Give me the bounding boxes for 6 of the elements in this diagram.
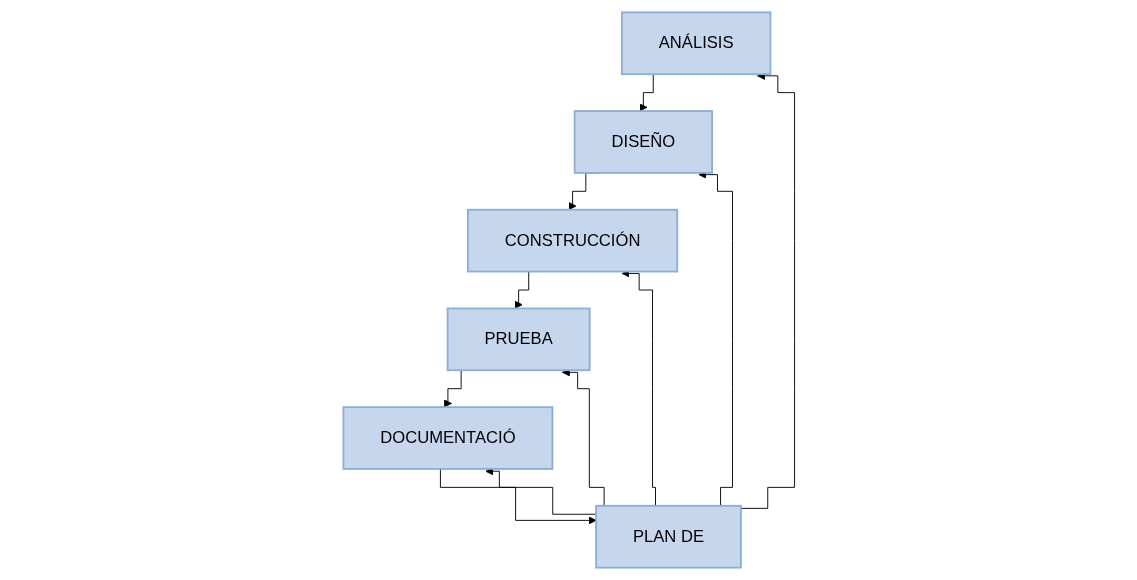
node-box: PLAN DE xyxy=(594,504,742,569)
node-box: DISEÑO xyxy=(573,110,713,174)
node-box: DOCUMENTACIÓ xyxy=(342,406,553,470)
node-box: ANÁLISIS xyxy=(620,11,771,76)
node-box: CONSTRUCCIÓN xyxy=(466,208,678,273)
node-box: PRUEBA xyxy=(446,307,591,372)
